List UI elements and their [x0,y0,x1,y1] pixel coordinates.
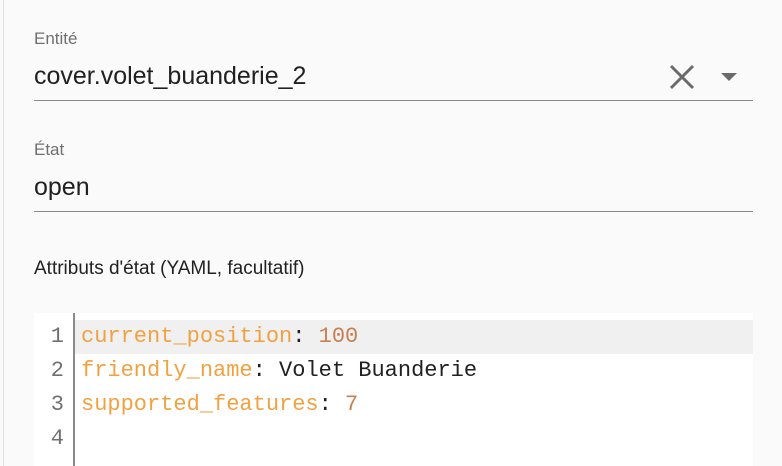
line-number: 2 [50,358,64,383]
state-label: État [34,140,65,159]
close-icon[interactable] [667,62,697,92]
code-line[interactable]: 4 [34,422,753,456]
yaml-value: 100 [318,324,359,349]
line-number: 1 [50,324,64,349]
caret-down-icon[interactable] [719,62,739,92]
yaml-key: supported_features [81,392,319,417]
code-line[interactable]: 2 friendly_name: Volet Buanderie [34,354,753,388]
state-input[interactable]: open [34,173,90,201]
code-line[interactable]: 1 current_position: 100 [34,320,753,354]
yaml-value: 7 [345,392,359,417]
yaml-key: current_position [81,324,293,349]
entity-label: Entité [34,29,78,48]
yaml-separator: : [292,324,319,349]
state-field[interactable]: État open [34,110,753,212]
entity-input[interactable]: cover.volet_buanderie_2 [34,62,307,90]
yaml-value: Volet Buanderie [279,358,478,383]
entity-field[interactable]: Entité cover.volet_buanderie_2 [34,0,753,101]
line-number: 3 [50,392,64,417]
line-gutter [34,313,75,466]
yaml-separator: : [318,392,346,417]
line-number: 4 [50,426,64,451]
attributes-label: Attributs d'état (YAML, facultatif) [34,258,305,279]
yaml-key: friendly_name [81,358,253,383]
panel-border [3,0,4,466]
code-line[interactable]: 3 supported_features: 7 [34,388,753,422]
yaml-editor[interactable]: 1 current_position: 100 2 friendly_name:… [34,313,753,466]
yaml-separator: : [252,358,280,383]
